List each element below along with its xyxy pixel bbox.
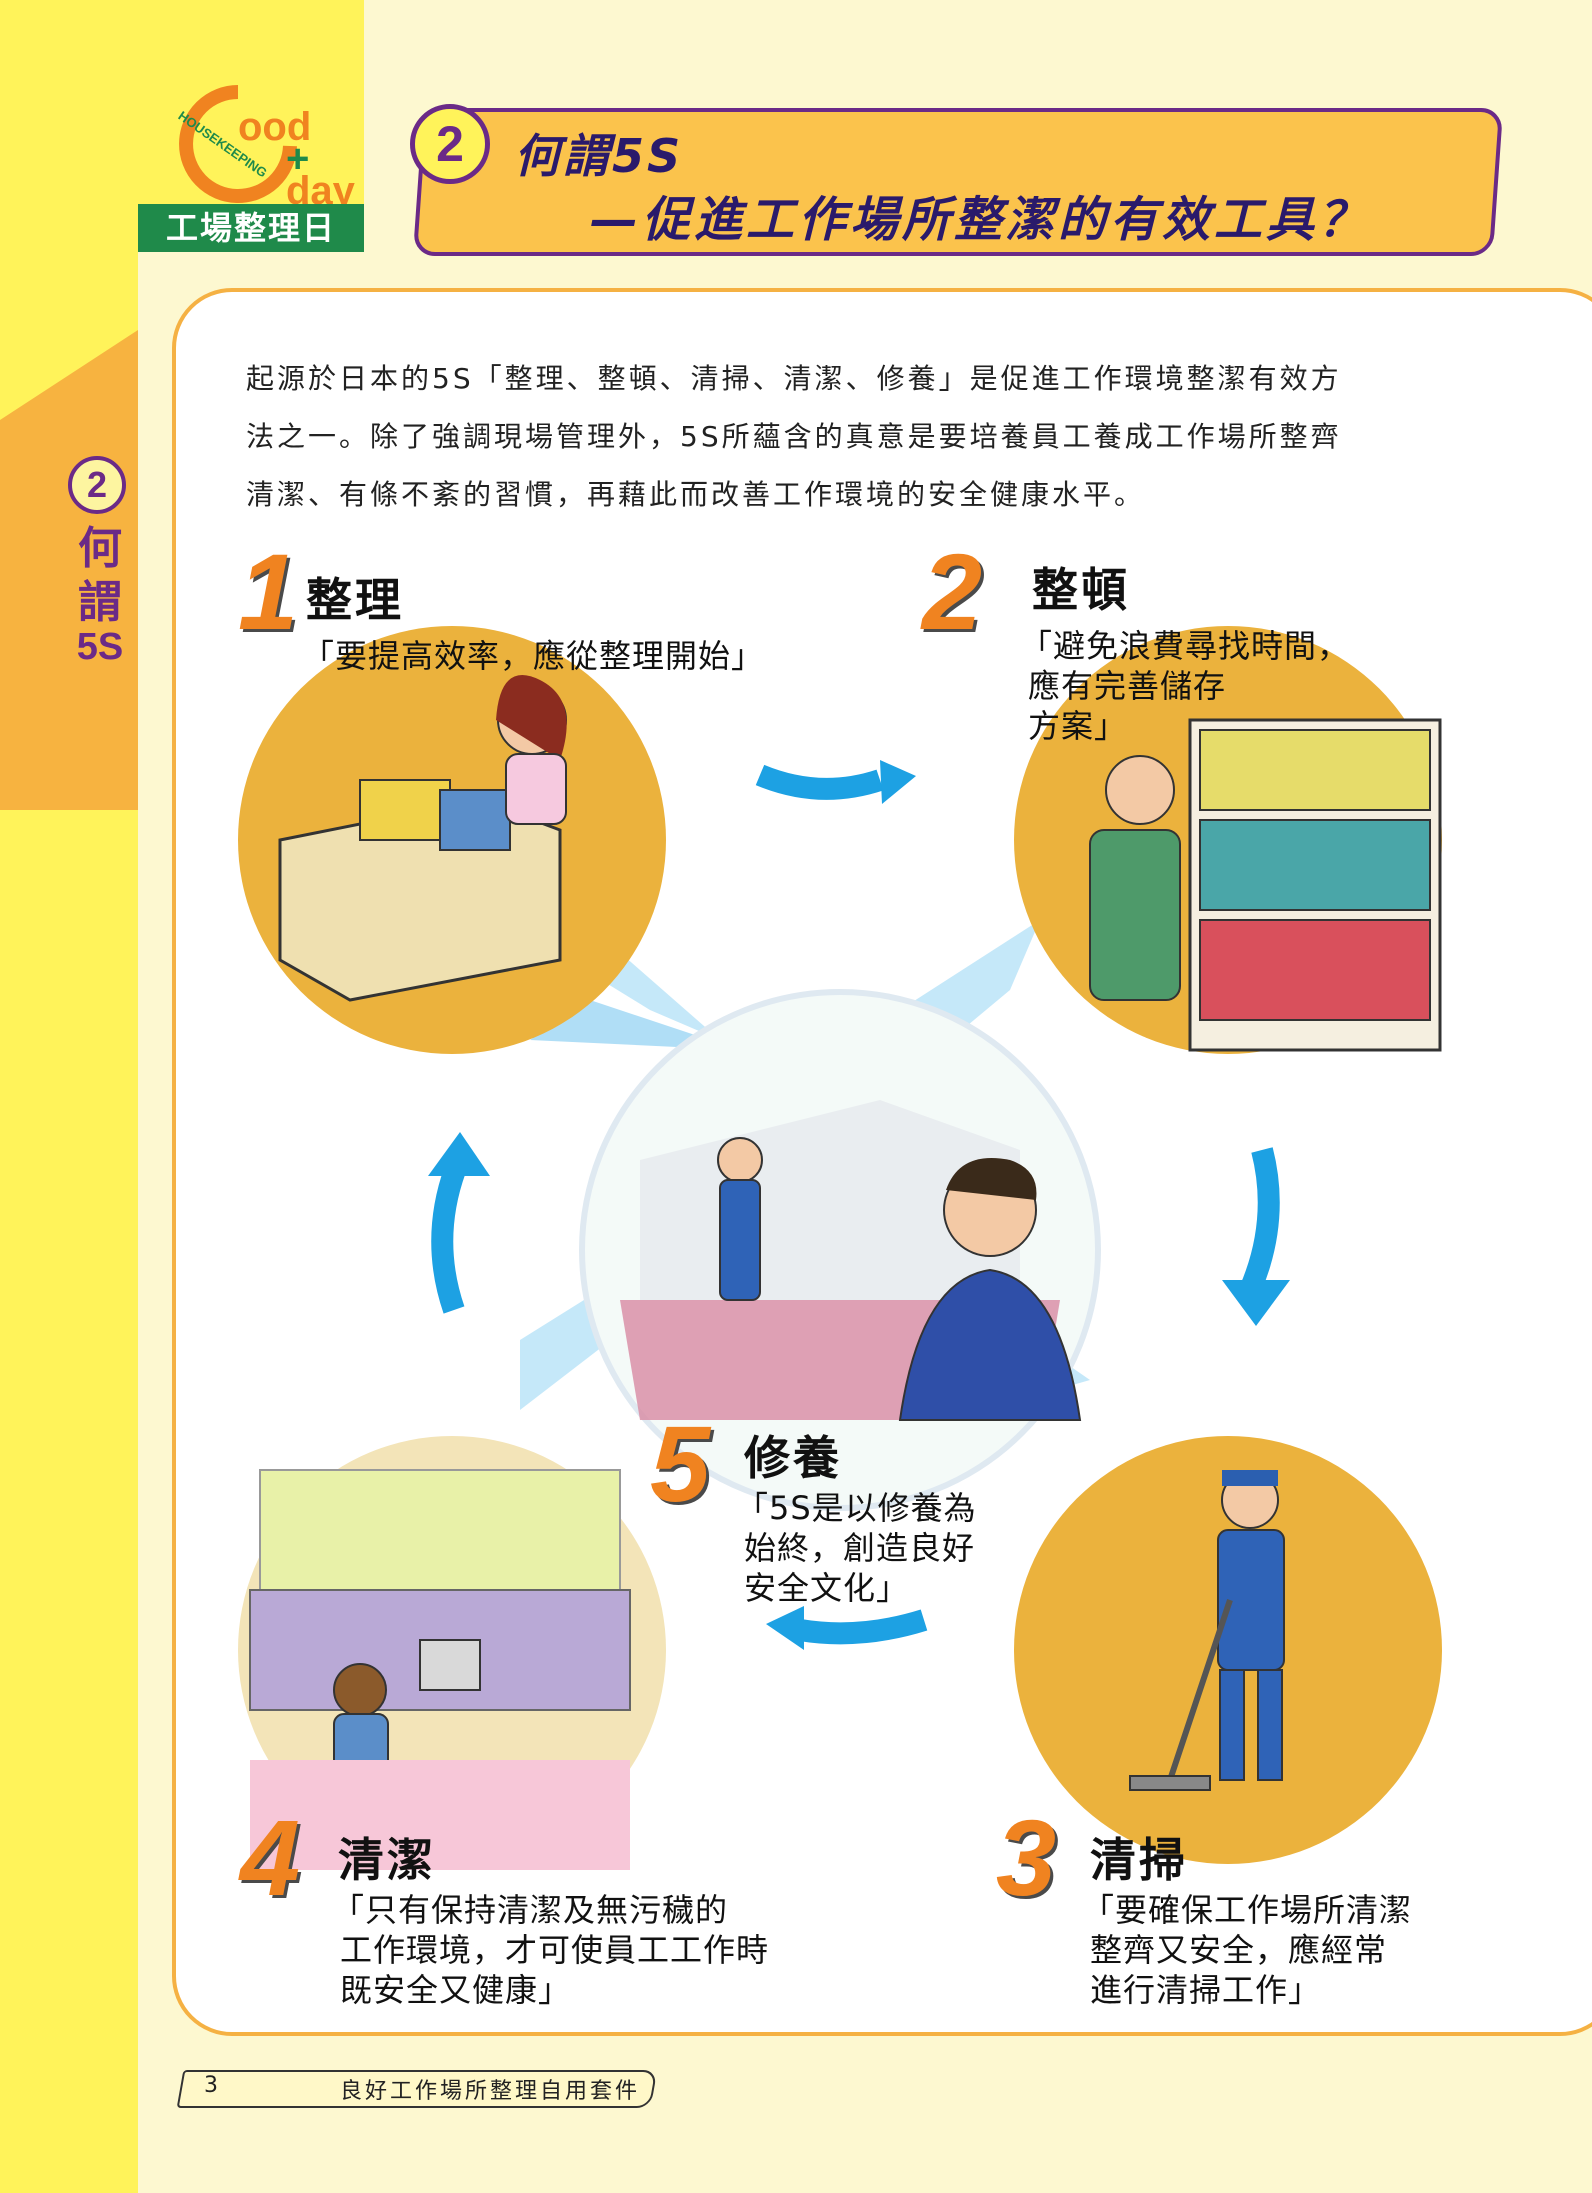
step4-title: 清潔 (338, 1833, 436, 1887)
intro-line: 起源於日本的5S「整理、整頓、清掃、清潔、修養」是促進工作環境整潔有效方 (246, 362, 1342, 395)
quote-line: 安全文化」 (744, 1569, 910, 1607)
quote-line: 「避免浪費尋找時間， (1020, 627, 1351, 665)
quote-line: 既安全又健康」 (340, 1971, 572, 2009)
step2-quote: 「避免浪費尋找時間， 應有完善儲存 方案」 (1020, 626, 1350, 746)
arrowhead-icon (1222, 1280, 1290, 1326)
intro-paragraph: 起源於日本的5S「整理、整頓、清掃、清潔、修養」是促進工作環境整潔有效方 法之一… (246, 350, 1470, 524)
section-tab (0, 330, 138, 810)
footer-title: 良好工作場所整理自用套件 (340, 2079, 641, 2104)
shelf-illustration (1089, 718, 1442, 1052)
quote-line: 進行清掃工作」 (1090, 1971, 1322, 2009)
step5-number: 5 (650, 1403, 711, 1524)
logo-band-label: 工場整理日 (138, 204, 364, 252)
quote-line: 「要提高效率，應從整理開始」 (302, 637, 765, 675)
side-title-char-3: 5S (76, 626, 124, 668)
office-desk-illustration (278, 675, 567, 1002)
step4-number: 4 (240, 1797, 301, 1918)
arrowhead-icon (428, 1132, 490, 1176)
quote-line: 始終，創造良好 (744, 1529, 976, 1567)
manager-illustration (620, 1100, 1082, 1421)
step3-quote: 「要確保工作場所清潔 整齊又安全，應經常 進行清掃工作」 (1082, 1890, 1412, 2010)
quote-line: 整齊又安全，應經常 (1090, 1931, 1388, 1969)
cycle-arrow-icon (431, 1166, 466, 1314)
cycle-arrow-icon (798, 1609, 928, 1645)
intro-line: 清潔、有條不紊的習慣，再藉此而改善工作環境的安全健康水平。 (246, 478, 1146, 511)
page-title-line2: —促進工作場所整潔的有效工具？ (590, 192, 1371, 248)
step3-number: 3 (996, 1797, 1057, 1918)
quote-line: 「5S是以修養為 (736, 1489, 977, 1527)
logo-plus: + (286, 137, 309, 181)
step1-quote: 「要提高效率，應從整理開始」 (302, 636, 764, 676)
quote-line: 方案」 (1028, 707, 1128, 745)
step1-title: 整理 (306, 573, 404, 627)
arrowhead-icon (880, 760, 916, 804)
step2-number: 2 (922, 531, 983, 652)
logo-top-text: ood (238, 105, 311, 149)
step5-title: 修養 (744, 1431, 842, 1485)
arrowhead-icon (766, 1606, 804, 1650)
title-number-badge: 2 (410, 104, 490, 184)
step3-title: 清掃 (1090, 1833, 1188, 1887)
quote-line: 「要確保工作場所清潔 (1082, 1891, 1413, 1929)
page-title-line1: 何謂5S (514, 129, 684, 183)
step4-quote: 「只有保持清潔及無污穢的 工作環境，才可使員工工作時 既安全又健康」 (332, 1890, 769, 2010)
quote-line: 應有完善儲存 (1028, 667, 1227, 705)
office-workstation-illustration (249, 1469, 631, 1870)
page-number: 3 (204, 2073, 218, 2098)
side-title-char-1: 何 (78, 524, 122, 573)
cycle-arrow-icon (755, 764, 884, 800)
intro-line: 法之一。除了強調現場管理外，5S所蘊含的真意是要培養員工養成工作場所整齊 (246, 420, 1342, 453)
cycle-arrow-icon (1239, 1147, 1280, 1295)
step2-title: 整頓 (1032, 563, 1130, 617)
quote-line: 「只有保持清潔及無污穢的 (332, 1891, 729, 1929)
quote-line: 工作環境，才可使員工工作時 (340, 1931, 770, 1969)
cleaner-illustration (1129, 1470, 1285, 1791)
side-section-number: 2 (68, 456, 126, 514)
side-title-char-2: 謂 (78, 578, 122, 627)
step5-quote: 「5S是以修養為 始終，創造良好 安全文化」 (736, 1488, 977, 1608)
step1-number: 1 (238, 531, 299, 652)
